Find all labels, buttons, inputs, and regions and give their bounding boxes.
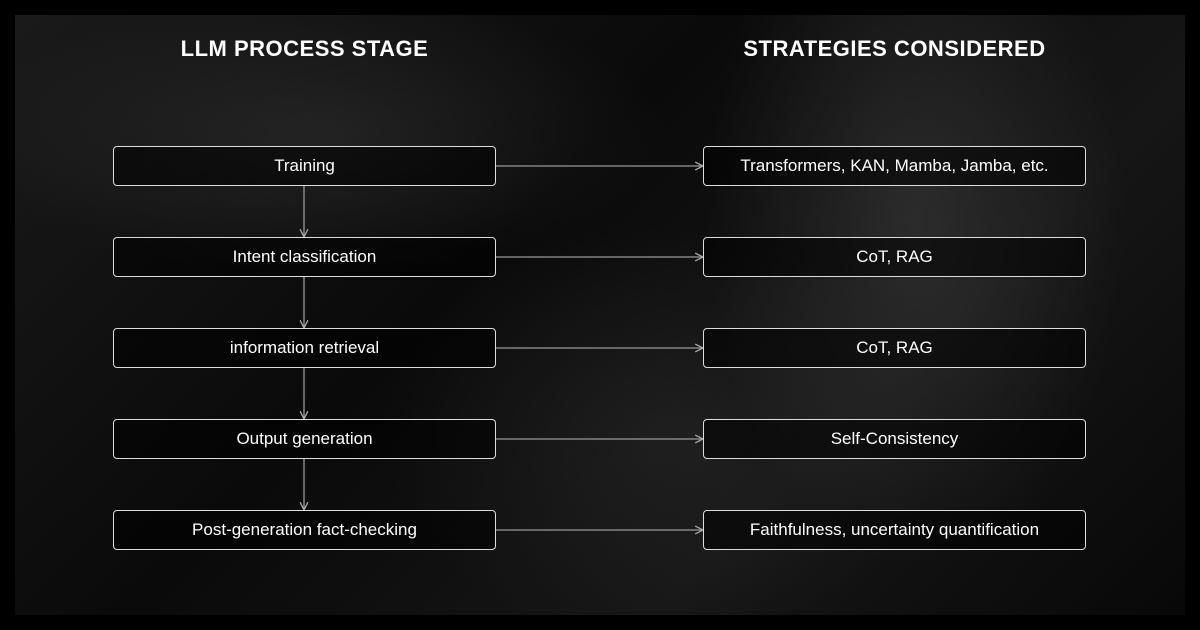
strategy-box: Self-Consistency xyxy=(703,419,1086,459)
stage-box: Output generation xyxy=(113,419,496,459)
stage-box: information retrieval xyxy=(113,328,496,368)
strategy-box: CoT, RAG xyxy=(703,328,1086,368)
stage-box: Intent classification xyxy=(113,237,496,277)
strategy-box: Transformers, KAN, Mamba, Jamba, etc. xyxy=(703,146,1086,186)
left-column-header: LLM PROCESS STAGE xyxy=(180,36,429,61)
strategy-box: CoT, RAG xyxy=(703,237,1086,277)
strategy-box: Faithfulness, uncertainty quantification xyxy=(703,510,1086,550)
right-column-header: STRATEGIES CONSIDERED xyxy=(743,36,1046,61)
stage-box: Post-generation fact-checking xyxy=(113,510,496,550)
stage-box: Training xyxy=(113,146,496,186)
